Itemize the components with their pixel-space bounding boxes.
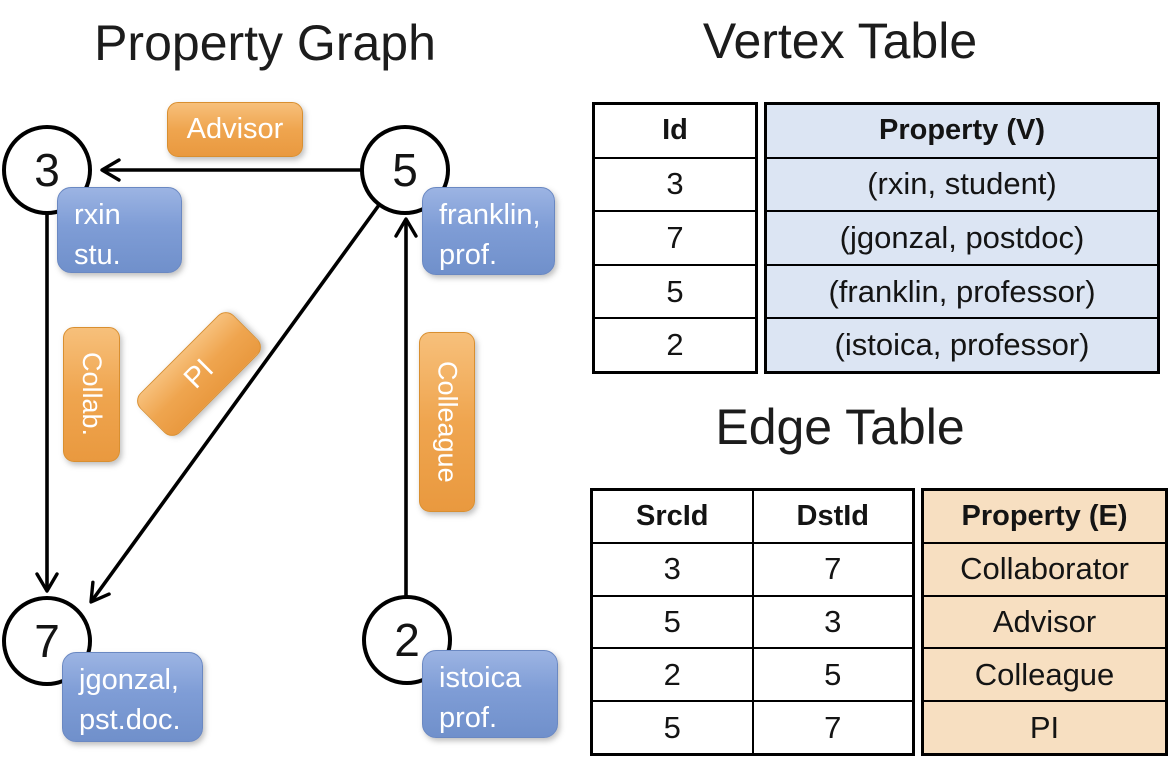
vertex-table-property-column: Property (V) (rxin, student) (jgonzal, p… <box>764 102 1160 374</box>
edge-table-srcid-header: SrcId <box>635 499 709 532</box>
edge-arrow-5-to-7 <box>89 203 381 604</box>
vertex-table-id-cell: 2 <box>666 327 684 363</box>
vertex-property-line: prof. <box>439 239 498 272</box>
vertex-id-label: 3 <box>34 144 60 196</box>
vertex-table-property-cell: (franklin, professor) <box>828 273 1096 309</box>
vertex-property-chip-rxin: rxin stu. <box>57 187 182 273</box>
edge-table-property-header: Property (E) <box>961 499 1128 532</box>
vertex-table-id-cell: 5 <box>666 273 684 309</box>
edge-table-property-column: Property (E) Collaborator Advisor Collea… <box>921 488 1168 756</box>
property-graph-title: Property Graph <box>94 15 436 71</box>
edge-table-property-cell: Colleague <box>974 656 1115 692</box>
edge-table-title: Edge Table <box>715 399 965 455</box>
vertex-id-label: 7 <box>34 615 60 667</box>
vertex-table-id-cell: 3 <box>666 166 684 202</box>
edge-table-id-columns: SrcId DstId 3 7 5 3 2 5 5 7 <box>590 488 915 756</box>
edge-label-text: Collab. <box>77 352 107 437</box>
vertex-property-line: jgonzal, <box>79 664 179 696</box>
vertex-node-2: 2 <box>362 595 452 685</box>
edge-table-dstid-cell: 3 <box>751 596 913 648</box>
vertex-property-line: rxin <box>74 199 121 231</box>
vertex-table-property-cell: (rxin, student) <box>867 166 1057 202</box>
vertex-property-line: prof. <box>439 702 498 735</box>
edge-label-colleague: Colleague <box>419 332 475 512</box>
edge-table-srcid-cell: 3 <box>663 551 681 587</box>
edge-table-property-cell: Collaborator <box>960 551 1129 587</box>
vertex-property-chip-jgonzal: jgonzal, pst.doc. <box>62 652 203 742</box>
vertex-table-id-cell: 7 <box>666 219 684 255</box>
edge-label-text: PI <box>177 352 220 395</box>
vertex-id-label: 2 <box>394 614 420 666</box>
vertex-property-chip-istoica: istoica prof. <box>422 650 558 738</box>
edge-label-advisor: Advisor <box>167 102 303 157</box>
vertex-table-id-column: Id 3 7 5 2 <box>592 102 758 374</box>
edge-table-dstid-cell: 7 <box>751 543 913 595</box>
edge-table-srcid-cell: 2 <box>663 656 681 692</box>
edge-table-srcid-cell: 5 <box>663 603 681 639</box>
edge-table-dstid-cell: 7 <box>751 702 913 753</box>
vertex-property-line: istoica <box>439 662 522 694</box>
vertex-table-property-cell: (jgonzal, postdoc) <box>839 219 1085 255</box>
vertex-property-line: pst.doc. <box>79 704 181 737</box>
vertex-table-id-header: Id <box>662 114 688 147</box>
vertex-table-title: Vertex Table <box>702 13 978 69</box>
edge-table-dstid-header: DstId <box>751 491 913 542</box>
vertex-property-line: stu. <box>74 239 121 272</box>
edge-table-property-cell: Advisor <box>992 603 1097 639</box>
edge-label-text: Colleague <box>432 361 463 483</box>
vertex-id-label: 5 <box>392 144 418 196</box>
vertex-table-property-cell: (istoica, professor) <box>834 327 1090 363</box>
vertex-property-chip-franklin: franklin, prof. <box>422 187 555 275</box>
edge-table-srcid-cell: 5 <box>663 709 681 745</box>
edge-label-text: Advisor <box>186 113 284 145</box>
edge-table-dstid-cell: 5 <box>751 649 913 701</box>
vertex-node-5: 5 <box>360 125 450 215</box>
graph-edges-canvas <box>35 158 418 604</box>
vertex-table-property-header: Property (V) <box>879 114 1045 147</box>
edge-label-collab: Collab. <box>63 327 120 462</box>
edge-table-property-cell: PI <box>1029 709 1060 745</box>
vertex-property-line: franklin, <box>439 199 541 231</box>
